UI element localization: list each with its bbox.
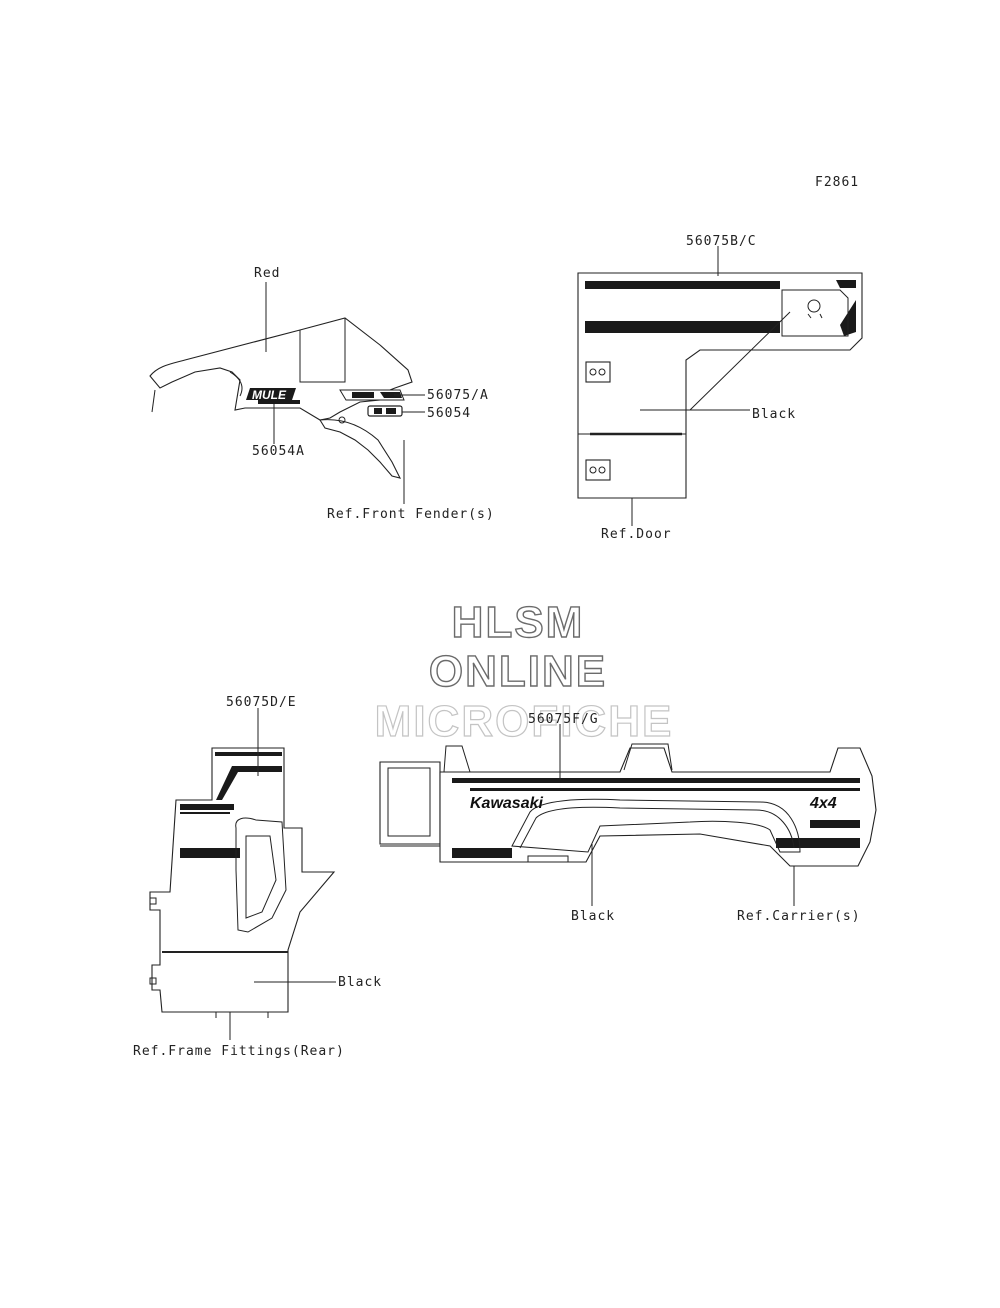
lock-icon — [807, 299, 821, 313]
decal-56054[interactable] — [367, 405, 403, 417]
carrier-panel-outline[interactable] — [379, 761, 441, 845]
rear-side-part-label[interactable]: 56075D/E — [226, 695, 297, 710]
watermark-line3: MICROFICHE — [375, 697, 674, 746]
rear-side-group: 56075D/E Black Ref.Frame Fittings(Rear) — [133, 695, 382, 1059]
carrier-ref-label: Ref.Carrier(s) — [737, 909, 861, 924]
front-fender-group: MULE Red 56075/A 56054 56054A Ref.Front … — [149, 266, 495, 522]
carrier-group: Kawasaki 4x4 56075F/G Black Ref.Carrier(… — [379, 712, 877, 924]
4x4-decal[interactable]: 4x4 — [809, 795, 837, 812]
brand-text: Kawasaki — [470, 795, 543, 812]
front-fender-skirt[interactable] — [319, 419, 402, 479]
carrier-stripe-top — [452, 778, 860, 783]
part-56075A-label[interactable]: 56075/A — [427, 388, 489, 403]
kawasaki-decal[interactable]: Kawasaki — [470, 795, 543, 812]
door-hinge-upper[interactable] — [585, 361, 611, 383]
part-56054-label[interactable]: 56054 — [427, 406, 471, 421]
rear-side-color-label: Black — [338, 975, 382, 990]
front-fender-ref-label: Ref.Front Fender(s) — [327, 507, 495, 522]
door-group: 56075B/C Black Ref.Door — [577, 234, 863, 542]
bolt-hole — [338, 416, 346, 424]
rear-stripe-1 — [215, 752, 282, 756]
mule-logo-text: MULE — [252, 388, 287, 402]
front-fender-color-label: Red — [254, 266, 280, 281]
carrier-part-label[interactable]: 56075F/G — [528, 712, 599, 727]
decal-56075A[interactable] — [339, 389, 405, 401]
mule-decal-56054A[interactable]: MULE — [246, 388, 300, 404]
door-stripe-bottom — [585, 321, 780, 333]
door-stripe-top — [585, 281, 780, 289]
watermark: HLSM ONLINE MICROFICHE — [374, 597, 674, 746]
door-ref-label: Ref.Door — [601, 527, 672, 542]
watermark-line2: ONLINE — [429, 647, 607, 696]
door-outline[interactable] — [577, 272, 863, 499]
watermark-line1: HLSM — [452, 598, 585, 647]
badge-text: 4x4 — [809, 795, 837, 812]
figure-code: F2861 — [815, 175, 859, 190]
rear-side-panel-outline[interactable] — [149, 747, 336, 1013]
carrier-side-outline[interactable] — [439, 747, 877, 867]
door-hinge-lower[interactable] — [585, 459, 611, 481]
door-part-label[interactable]: 56075B/C — [686, 234, 757, 249]
front-fender-outline[interactable] — [149, 317, 413, 421]
part-56054A-label[interactable]: 56054A — [252, 444, 305, 459]
rear-side-ref-label: Ref.Frame Fittings(Rear) — [133, 1044, 345, 1059]
carrier-color-label: Black — [571, 909, 615, 924]
door-color-label: Black — [752, 407, 796, 422]
